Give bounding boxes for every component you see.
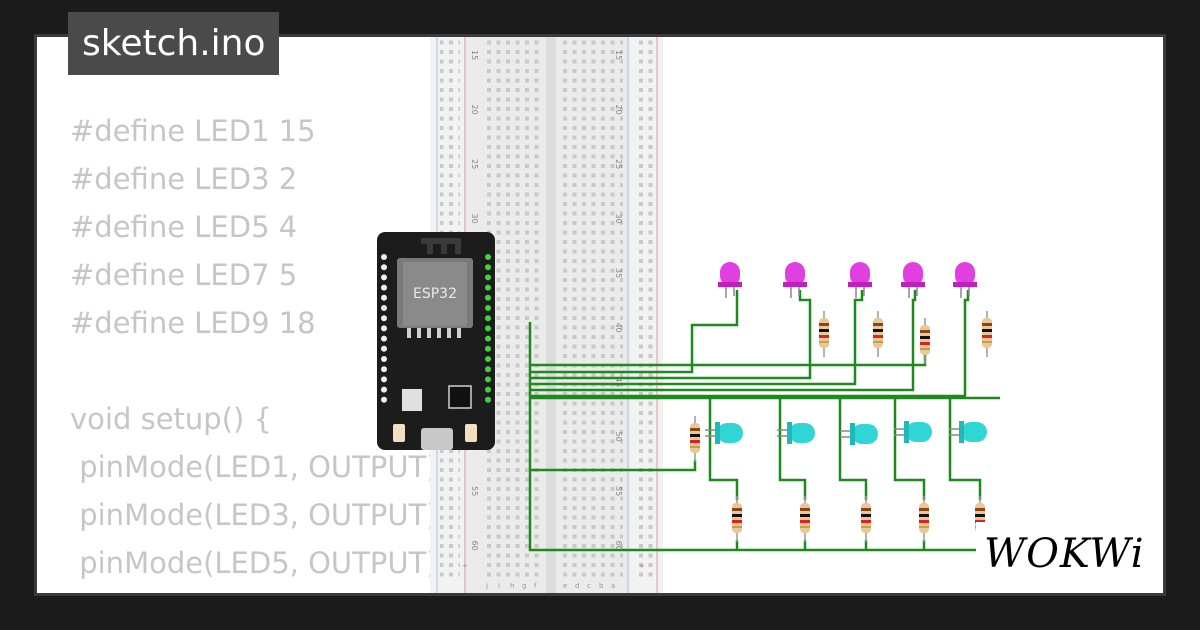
esp32-pin[interactable] [485,345,491,352]
svg-text:b: b [599,582,604,590]
breadboard-row-number: 15 [614,50,623,60]
breadboard-row-number: 60 [470,541,479,551]
resistor-icon[interactable] [920,318,930,364]
esp32-pin[interactable] [485,264,491,271]
breadboard-row-number: 30 [614,214,623,224]
led-icon[interactable] [783,262,807,298]
svg-text:+: + [462,562,468,570]
led-icon[interactable] [953,262,977,298]
led-icon[interactable] [777,422,815,444]
svg-text:a: a [611,582,615,590]
svg-text:c: c [587,582,591,590]
breadboard-row-number: 20 [470,105,479,115]
breadboard-row-number: 25 [614,159,623,169]
esp32-pin[interactable] [485,284,491,291]
svg-text:+: + [639,562,645,570]
resistors [690,311,992,542]
esp32-pin[interactable] [485,335,491,342]
led-icon[interactable] [840,423,878,445]
resistor-icon[interactable] [819,311,829,357]
resistor-icon[interactable] [982,311,992,357]
esp32-pin[interactable] [485,386,491,393]
svg-text:j: j [485,582,488,590]
breadboard-row-number: 55 [470,486,479,496]
esp32-pin[interactable] [381,345,387,352]
code-line: pinMode(LED3, OUTPUT); [79,498,448,532]
esp32-pin[interactable] [381,335,387,342]
resistor-icon[interactable] [690,416,700,462]
code-line: pinMode(LED5, OUTPUT); [79,546,448,580]
esp32-board-icon[interactable]: ESP32 [377,232,495,450]
breadboard-row-number: 45 [614,377,623,387]
esp32-pin[interactable] [381,264,387,271]
svg-text:i: i [498,582,500,590]
code-line: void setup() { [70,402,272,436]
code-line: #define LED1 15 [70,114,316,148]
esp32-pin[interactable] [485,305,491,311]
svg-text:f: f [534,582,537,590]
resistor-icon[interactable] [873,311,883,357]
esp32-pin[interactable] [381,366,387,373]
esp32-pin[interactable] [485,315,491,322]
board-label: ESP32 [413,286,457,302]
esp32-pin[interactable] [485,294,491,301]
esp32-pin[interactable] [485,376,491,383]
led-icon[interactable] [718,262,742,298]
esp32-pin[interactable] [485,366,491,373]
esp32-pin[interactable] [485,274,491,281]
code-line: #define LED7 5 [70,258,298,292]
resistor-icon[interactable] [861,496,871,542]
esp32-pin[interactable] [485,325,491,332]
code-line: pinMode(LED1, OUTPUT); [79,450,448,484]
resistor-icon[interactable] [919,496,929,542]
led-icon[interactable] [901,262,925,298]
esp32-pin[interactable] [485,396,491,403]
svg-text:g: g [522,582,526,590]
breadboard-row-number: 15 [470,50,479,60]
led-row-bottom [705,421,987,445]
code-snippet: #define LED1 15 #define LED3 2 #define L… [70,107,448,593]
breadboard-row-number: 30 [470,214,479,224]
esp32-pin[interactable] [381,254,387,260]
code-line: #define LED3 2 [70,162,298,196]
led-icon[interactable] [705,422,743,444]
esp32-pin[interactable] [381,325,387,332]
esp32-pin[interactable] [381,376,387,383]
sketch-title[interactable]: sketch.ino [68,12,280,75]
led-icon[interactable] [949,421,987,443]
led-icon[interactable] [894,421,932,443]
esp32-pin[interactable] [381,305,387,311]
led-row-top [718,262,977,298]
esp32-pin[interactable] [381,356,387,362]
esp32-pin[interactable] [381,386,387,393]
esp32-pin[interactable] [485,356,491,362]
svg-text:d: d [575,582,579,590]
breadboard-row-number: 35 [614,268,623,278]
breadboard-row-number: 20 [614,105,623,115]
led-icon[interactable] [848,262,872,298]
code-line: #define LED5 4 [70,210,298,244]
breadboard-row-number: 55 [614,486,623,496]
esp32-pin[interactable] [381,396,387,403]
code-line: #define LED9 18 [70,306,316,340]
resistor-icon[interactable] [732,496,742,542]
esp32-pin[interactable] [381,274,387,281]
resistor-icon[interactable] [800,496,810,542]
wires [528,290,1000,552]
logo-text: WOKWi [984,531,1145,577]
esp32-pin[interactable] [485,254,491,260]
breadboard-row-number: 40 [614,323,623,333]
esp32-pin[interactable] [381,294,387,301]
breadboard-row-number: 50 [614,432,623,442]
wokwi-logo-icon: WOKWi [976,522,1151,580]
svg-text:h: h [510,582,514,590]
esp32-pin[interactable] [381,284,387,291]
svg-text:e: e [563,582,567,590]
breadboard-row-number: 25 [470,159,479,169]
esp32-pin[interactable] [381,315,387,322]
breadboard-row-number: 60 [614,541,623,551]
